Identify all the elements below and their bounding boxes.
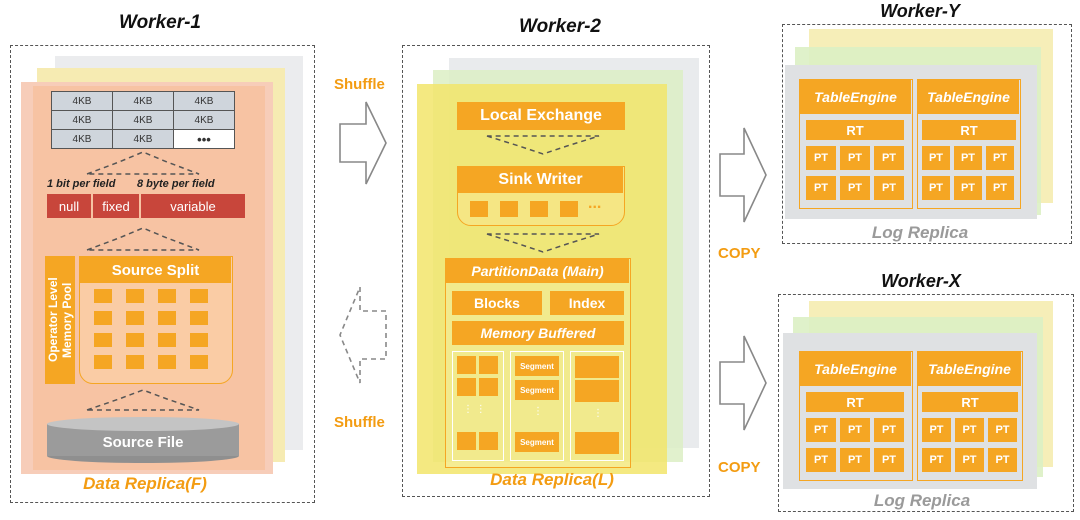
field-note-right: 8 byte per field <box>137 178 215 190</box>
worker-x-box: TableEngine RT PT PT PT PT PT PT TableEn… <box>778 294 1074 512</box>
pt-cell: PT <box>806 176 836 200</box>
pt-cell: PT <box>874 176 904 200</box>
rt-box: RT <box>806 392 904 412</box>
sink-writer-box: Sink Writer ... <box>457 166 625 226</box>
pt-cell: PT <box>954 146 982 170</box>
table-engine-2: TableEngine RT PT PT PT PT PT PT <box>917 79 1021 209</box>
rt-box: RT <box>922 120 1016 140</box>
rt-box: RT <box>806 120 904 140</box>
buffer-column: Segment Segment ⋮ Segment <box>510 351 564 461</box>
copy-top-label: COPY <box>718 245 761 262</box>
pt-cell: PT <box>840 418 870 442</box>
rt-box: RT <box>922 392 1018 412</box>
field-note-left: 1 bit per field <box>47 178 116 190</box>
shuffle-top-label: Shuffle <box>334 76 385 93</box>
partition-data-box: PartitionData (Main) Blocks Index Memory… <box>445 258 631 468</box>
worker-2-title: Worker-2 <box>518 16 601 37</box>
source-split-title: Source Split <box>80 257 231 283</box>
copy-bottom-label: COPY <box>718 459 761 476</box>
pt-cell: PT <box>806 146 836 170</box>
grid-cell: 4KB <box>173 110 235 130</box>
grid-cell: 4KB <box>112 110 174 130</box>
segment-box: Segment <box>515 380 559 400</box>
pt-cell: PT <box>922 146 950 170</box>
split-grid <box>94 289 218 377</box>
pt-cell: PT <box>922 418 951 442</box>
grid-cell: 4KB <box>51 110 113 130</box>
field-null: null <box>47 194 91 218</box>
local-exchange-box: Local Exchange <box>457 102 625 130</box>
table-engine-title: TableEngine <box>800 352 911 386</box>
worker-x-title: Worker-X <box>881 271 961 291</box>
worker-2-caption: Data Replica(L) <box>490 470 614 489</box>
segment-box: Segment <box>515 356 559 376</box>
worker-2-box: Local Exchange Sink Writer ... Partition… <box>402 45 710 497</box>
pt-cell: PT <box>986 146 1014 170</box>
table-engine-title: TableEngine <box>918 352 1021 386</box>
worker-x-caption: Log Replica <box>873 491 971 510</box>
field-fixed: fixed <box>93 194 139 218</box>
worker-y-caption: Log Replica <box>871 223 969 242</box>
pt-cell: PT <box>840 146 870 170</box>
right-arrow-icon <box>339 101 387 185</box>
pt-cell: PT <box>922 448 951 472</box>
segment-box: Segment <box>515 432 559 452</box>
up-arrow-icon <box>86 389 200 411</box>
pt-cell: PT <box>954 176 982 200</box>
up-arrow-icon <box>86 151 200 175</box>
index-box: Index <box>550 291 624 315</box>
right-arrow-icon <box>719 335 767 431</box>
worker-y-title: Worker-Y <box>880 1 960 21</box>
pt-cell: PT <box>874 448 904 472</box>
table-engine-1: TableEngine RT PT PT PT PT PT PT <box>799 79 913 209</box>
field-variable: variable <box>141 194 245 218</box>
grid-cell: ••• <box>173 129 235 149</box>
pt-cell: PT <box>955 418 984 442</box>
grid-cell: 4KB <box>51 91 113 111</box>
blocks-box: Blocks <box>452 291 542 315</box>
pt-cell: PT <box>874 146 904 170</box>
worker-1-caption: Data Replica(F) <box>83 474 207 493</box>
table-engine-1: TableEngine RT PT PT PT PT PT PT <box>799 351 913 481</box>
pt-cell: PT <box>988 448 1017 472</box>
table-engine-title: TableEngine <box>918 80 1019 114</box>
memory-pool-label: Operator Level Memory Pool <box>45 256 75 384</box>
buffer-column: ⋮ <box>570 351 624 461</box>
pt-cell: PT <box>922 176 950 200</box>
grid-cell: 4KB <box>51 129 113 149</box>
worker-1-title: Worker-1 <box>118 12 201 33</box>
pt-cell: PT <box>874 418 904 442</box>
pt-cell: PT <box>806 448 836 472</box>
worker-1-box: 4KB 4KB 4KB 4KB 4KB 4KB 4KB 4KB ••• 1 bi… <box>10 45 315 503</box>
right-arrow-icon <box>719 127 767 223</box>
grid-cell: 4KB <box>173 91 235 111</box>
table-engine-2: TableEngine RT PT PT PT PT PT PT <box>917 351 1023 481</box>
grid-cell: 4KB <box>112 91 174 111</box>
pt-cell: PT <box>986 176 1014 200</box>
source-split-box: Source Split <box>79 256 233 384</box>
sink-writer-title: Sink Writer <box>458 167 623 193</box>
up-arrow-icon <box>486 233 600 253</box>
pt-cell: PT <box>840 448 870 472</box>
sink-dots: ... <box>588 195 602 212</box>
left-arrow-icon <box>339 286 387 384</box>
source-file-label: Source File <box>102 434 184 451</box>
buffer-column: ⋮ ⋮ <box>452 351 504 461</box>
up-arrow-icon <box>486 135 600 155</box>
shuffle-bottom-label: Shuffle <box>334 414 385 431</box>
memory-buffered-box: Memory Buffered <box>452 321 624 345</box>
partition-data-title: PartitionData (Main) <box>446 259 629 283</box>
database-icon <box>47 417 239 463</box>
page-grid: 4KB 4KB 4KB 4KB 4KB 4KB 4KB 4KB ••• <box>51 91 235 149</box>
worker-y-box: TableEngine RT PT PT PT PT PT PT TableEn… <box>782 24 1072 244</box>
pt-cell: PT <box>806 418 836 442</box>
up-arrow-icon <box>86 227 200 251</box>
table-engine-title: TableEngine <box>800 80 911 114</box>
grid-cell: 4KB <box>112 129 174 149</box>
pt-cell: PT <box>840 176 870 200</box>
pt-cell: PT <box>955 448 984 472</box>
pt-cell: PT <box>988 418 1017 442</box>
